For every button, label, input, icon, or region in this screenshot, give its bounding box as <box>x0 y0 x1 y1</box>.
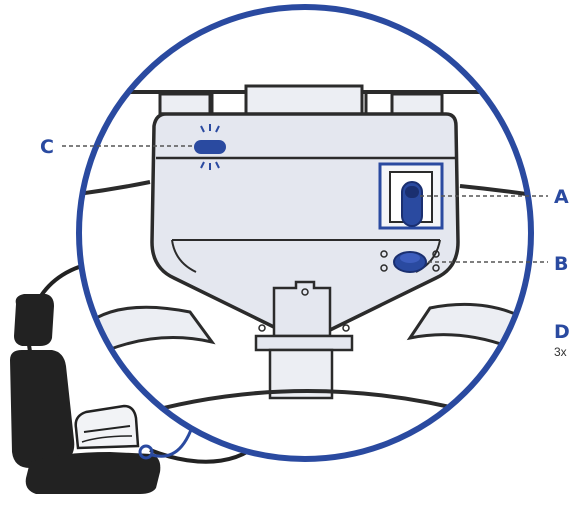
seat-cushion <box>26 452 161 494</box>
seat-backrest <box>10 350 74 468</box>
magnifier-content <box>70 0 550 470</box>
seat-headrest <box>14 294 54 346</box>
callout-b-label: B <box>554 253 568 275</box>
rocker-switch-icon <box>380 164 442 228</box>
callout-c-label: C <box>40 136 54 158</box>
callout-d-label: D <box>554 321 570 343</box>
callout-a-label: A <box>554 186 569 208</box>
callout-d-note: 3x <box>554 345 567 359</box>
